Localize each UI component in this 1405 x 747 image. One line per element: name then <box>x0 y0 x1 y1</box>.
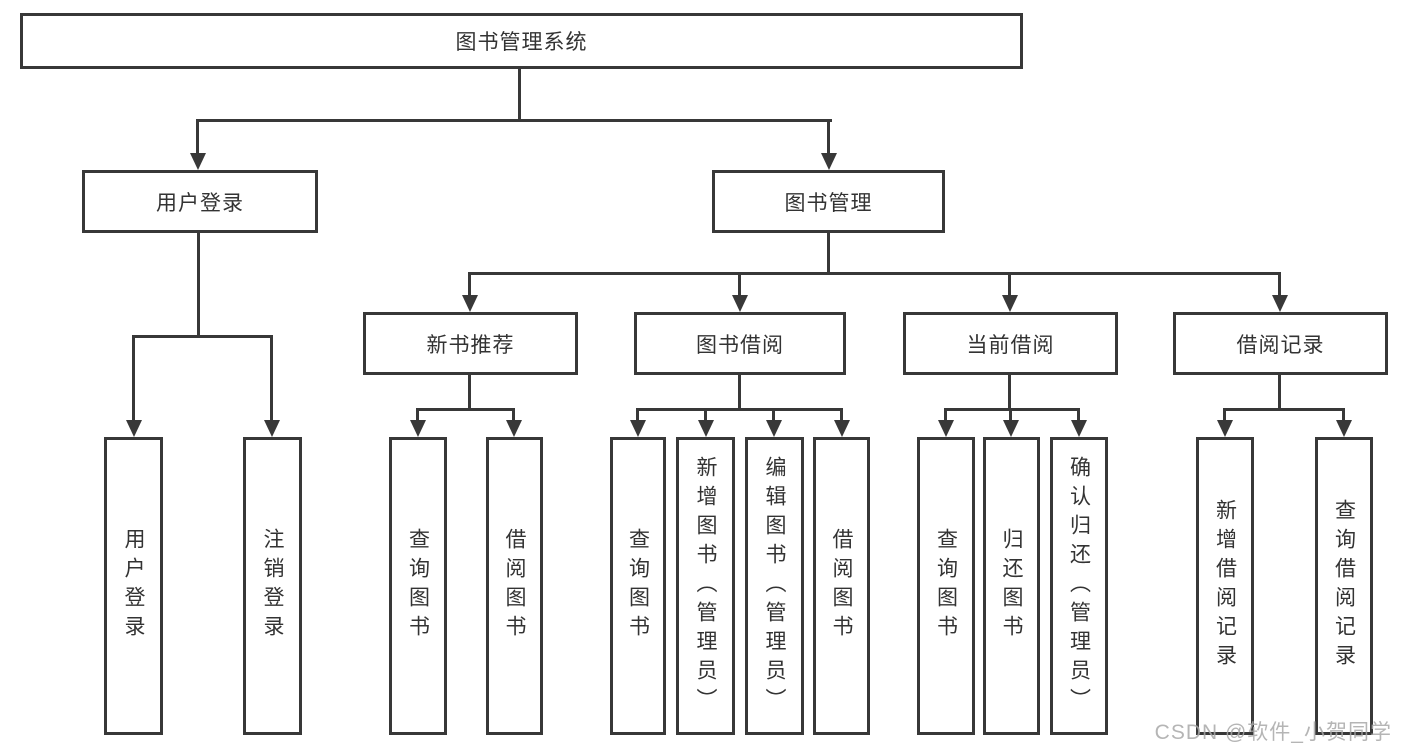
leaf-logout: 注销登录 <box>243 437 302 735</box>
leaf-query-books-borrow: 查询图书 <box>610 437 666 735</box>
connector-line <box>196 119 832 122</box>
node-new-book-recommend: 新书推荐 <box>363 312 578 375</box>
arrow-down-icon <box>834 420 850 437</box>
arrow-down-icon <box>1217 420 1233 437</box>
connector-line <box>416 408 515 411</box>
connector-line <box>512 408 515 422</box>
node-borrow-records: 借阅记录 <box>1173 312 1388 375</box>
connector-line <box>468 272 1281 275</box>
arrow-down-icon <box>1272 295 1288 312</box>
leaf-borrow-books: 借阅图书 <box>813 437 870 735</box>
connector-line <box>1223 408 1345 411</box>
node-book-management: 图书管理 <box>712 170 945 233</box>
connector-line <box>1008 272 1011 297</box>
connector-line <box>1342 408 1345 422</box>
node-current-borrow: 当前借阅 <box>903 312 1118 375</box>
connector-line <box>704 408 707 422</box>
connector-line <box>944 408 1080 411</box>
arrow-down-icon <box>264 420 280 437</box>
leaf-user-login: 用户登录 <box>104 437 163 735</box>
connector-line <box>132 335 273 338</box>
connector-line <box>196 119 199 156</box>
connector-line <box>1077 408 1080 422</box>
connector-line <box>270 335 273 421</box>
arrow-down-icon <box>732 295 748 312</box>
leaf-add-borrow-record: 新增借阅记录 <box>1196 437 1254 735</box>
connector-line <box>840 408 843 422</box>
arrow-down-icon <box>1336 420 1352 437</box>
connector-line <box>197 233 200 335</box>
connector-line <box>1278 272 1281 297</box>
arrow-down-icon <box>698 420 714 437</box>
leaf-confirm-return-admin: 确认归还（管理员） <box>1050 437 1108 735</box>
connector-line <box>468 272 471 297</box>
connector-line <box>636 408 639 422</box>
connector-line <box>1223 408 1226 422</box>
arrow-down-icon <box>938 420 954 437</box>
node-book-borrow: 图书借阅 <box>634 312 846 375</box>
arrow-down-icon <box>630 420 646 437</box>
arrow-down-icon <box>190 153 206 170</box>
leaf-return-book: 归还图书 <box>983 437 1040 735</box>
arrow-down-icon <box>766 420 782 437</box>
connector-line <box>468 375 471 408</box>
connector-line <box>636 408 843 411</box>
connector-line <box>827 233 830 272</box>
arrow-down-icon <box>462 295 478 312</box>
leaf-query-books-current: 查询图书 <box>917 437 975 735</box>
connector-line <box>1278 375 1281 408</box>
leaf-add-book-admin: 新增图书（管理员） <box>676 437 735 735</box>
arrow-down-icon <box>410 420 426 437</box>
connector-line <box>1008 375 1011 408</box>
arrow-down-icon <box>821 153 837 170</box>
connector-line <box>518 69 521 119</box>
arrow-down-icon <box>506 420 522 437</box>
leaf-borrow-books-recommend: 借阅图书 <box>486 437 543 735</box>
connector-line <box>132 335 135 421</box>
arrow-down-icon <box>1071 420 1087 437</box>
connector-line <box>416 408 419 422</box>
leaf-query-borrow-record: 查询借阅记录 <box>1315 437 1373 735</box>
node-library-system: 图书管理系统 <box>20 13 1023 69</box>
leaf-edit-book-admin: 编辑图书（管理员） <box>745 437 804 735</box>
leaf-query-books-recommend: 查询图书 <box>389 437 447 735</box>
arrow-down-icon <box>1002 295 1018 312</box>
node-user-login: 用户登录 <box>82 170 318 233</box>
arrow-down-icon <box>126 420 142 437</box>
connector-line <box>827 119 830 156</box>
connector-line <box>1009 408 1012 422</box>
connector-line <box>738 375 741 408</box>
connector-line <box>772 408 775 422</box>
connector-line <box>944 408 947 422</box>
connector-line <box>738 272 741 297</box>
watermark-text: CSDN @软件_小贺同学 <box>1154 721 1392 744</box>
arrow-down-icon <box>1003 420 1019 437</box>
